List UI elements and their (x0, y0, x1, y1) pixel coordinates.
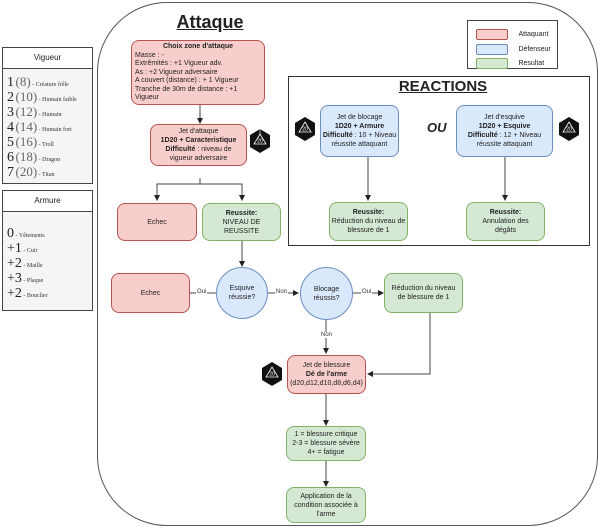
armure-row: +2 - Maille (7, 256, 43, 271)
vigueur-row: 3 (12) - Humain (7, 104, 62, 120)
reussite-node: Reussite: NIVEAU DE REUSSITE (202, 203, 281, 241)
legend-item: Attaquant (476, 26, 548, 41)
vigueur-row: 4 (14) - Humain fort (7, 119, 72, 135)
d20-icon: 20 (559, 117, 579, 141)
edge-label-non: Non (275, 289, 289, 295)
armure-row: 0 - Vêtements (7, 226, 45, 241)
svg-text:20: 20 (257, 139, 263, 145)
legend-item: Resultat (476, 55, 544, 70)
jet-attaque-node: Jet d'attaque 1D20 + Caracteristique Dif… (150, 124, 247, 166)
armure-panel: Armure 0 - Vêtements +1 - Cuir +2 - Mail… (2, 190, 93, 311)
vigueur-row: 1 (8) - Créature frêle (7, 74, 69, 90)
vigueur-row: 6 (18) - Dragon (7, 149, 61, 165)
esquive-decision: Esquive réussie? (216, 267, 268, 319)
edge-label-oui: Oui (196, 289, 208, 295)
jet-blessure-node: Jet de blessure Dé de l'arme (d20,d12,d1… (287, 355, 366, 394)
edge-label-oui: Oui (361, 289, 373, 295)
reduction-node: Réduction du niveau de blessure de 1 (384, 273, 463, 313)
blocage-result-node: Reussite: Réduction du niveau de blessur… (329, 202, 408, 241)
blocage-decision: Blocage réussis? (300, 267, 353, 320)
d20-icon: 20 (250, 129, 270, 153)
legend-swatch-attaquant (476, 29, 508, 41)
svg-text:20: 20 (302, 127, 308, 133)
d20-icon: 20 (262, 362, 282, 386)
armure-row: +1 - Cuir (7, 241, 38, 256)
armure-title: Armure (3, 191, 92, 212)
vigueur-row: 5 (16) - Troll (7, 134, 54, 150)
vigueur-row: 2 (10) - Humain faible (7, 89, 77, 105)
vigueur-title: Vigueur (3, 48, 92, 69)
svg-text:20: 20 (269, 372, 275, 378)
edge-label-non: Non (320, 332, 334, 338)
reactions-box (288, 76, 590, 246)
echec-esquive-node: Echec (111, 273, 190, 313)
armure-row: +3 - Plaque (7, 271, 44, 286)
jet-esquive-node: Jet d'esquive 1D20 + Esquive Difficulté … (456, 105, 553, 157)
esquive-result-node: Reussite: Annulation des dégâts (466, 202, 545, 241)
edge-jet-to-echec (154, 178, 201, 201)
svg-text:20: 20 (566, 127, 572, 133)
legend-item: Défenseur (476, 41, 551, 56)
reactions-title: REACTIONS (398, 78, 488, 95)
legend-swatch-resultat (476, 58, 508, 70)
blessure-table-node: 1 = blessure critique 2-3 = blessure sév… (286, 426, 366, 461)
vigueur-panel: Vigueur 1 (8) - Créature frêle 2 (10) - … (2, 47, 93, 184)
zone-attaque-node: Choix zone d'attaque Masse : - Extrêmité… (131, 40, 265, 105)
legend: Attaquant Défenseur Resultat (467, 20, 558, 70)
vigueur-row: 7 (20) - Titan (7, 164, 55, 180)
edge-reduction-to-blessure (367, 313, 431, 377)
legend-swatch-defenseur (476, 44, 508, 56)
d20-icon: 20 (295, 117, 315, 141)
ou-label: OU (427, 120, 447, 135)
edge-jet-to-reussite (200, 183, 245, 201)
attaque-title: Attaque (176, 12, 244, 32)
armure-row: +2 - Bouclier (7, 286, 48, 301)
echec-node: Echec (117, 203, 197, 241)
application-node: Application de la condition associée à l… (286, 487, 366, 523)
jet-blocage-node: Jet de blocage 1D20 + Armure Difficulté … (320, 105, 399, 157)
